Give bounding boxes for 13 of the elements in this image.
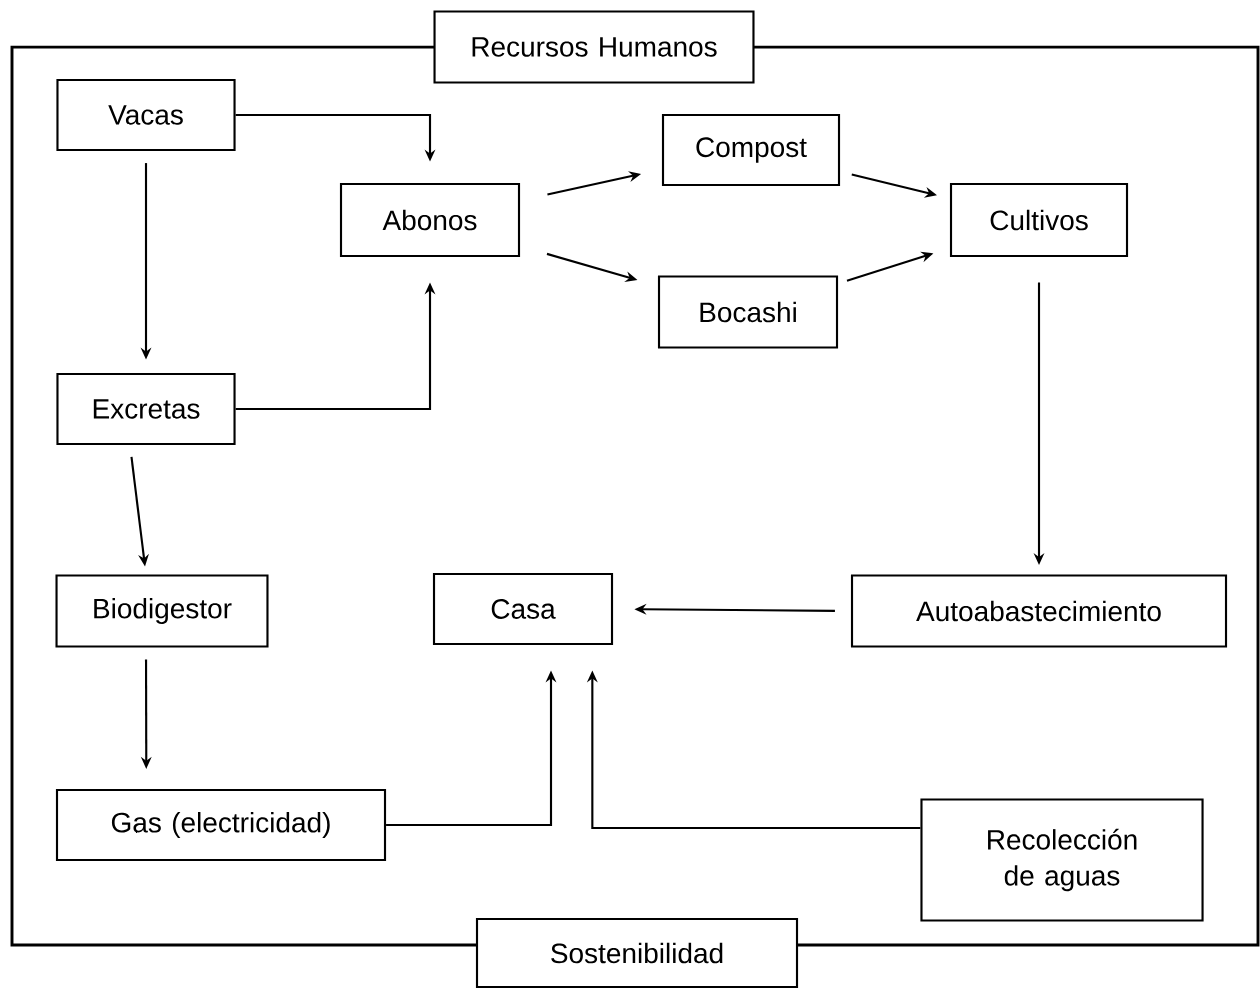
process-box: Recursos Humanos	[433, 10, 755, 84]
process-box: Casa	[432, 572, 614, 646]
process-box: Cultivos	[949, 182, 1129, 258]
process-box: Excretas	[56, 372, 236, 446]
process-box: Recolección de aguas	[920, 798, 1204, 922]
process-box: Bocashi	[657, 275, 839, 349]
process-box: Vacas	[56, 78, 236, 152]
process-box: Compost	[661, 113, 841, 187]
process-box: Biodigestor	[55, 574, 269, 648]
process-box: Autoabastecimiento	[850, 574, 1228, 648]
process-box: Abonos	[339, 182, 521, 258]
process-box: Gas (electricidad)	[55, 788, 387, 862]
process-box: Sostenibilidad	[475, 917, 799, 989]
